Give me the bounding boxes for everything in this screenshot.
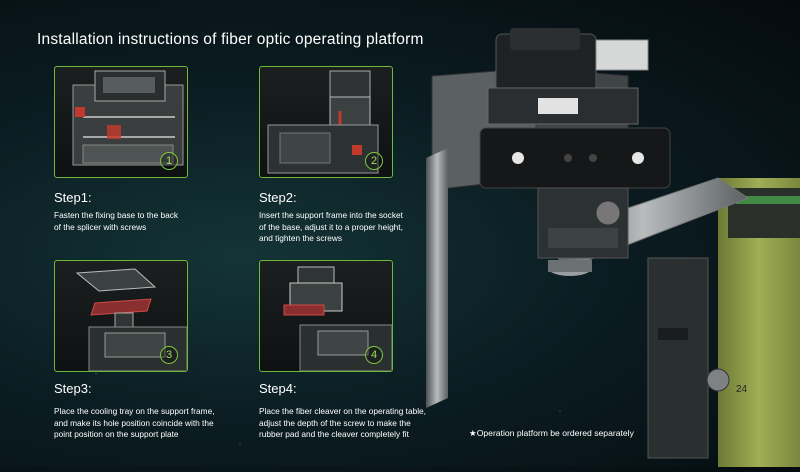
step-4-badge: 4 xyxy=(365,346,383,364)
step-4-image: 4 xyxy=(259,260,393,372)
step-3-title: Step3: xyxy=(54,381,92,396)
step-3-image: 3 xyxy=(54,260,188,372)
step-1-badge: 1 xyxy=(160,152,178,170)
order-note: ★Operation platform be ordered separatel… xyxy=(469,428,634,438)
step-1-desc: Fasten the fixing base to the back of th… xyxy=(54,210,179,232)
step-4-title: Step4: xyxy=(259,381,297,396)
step-1-image: 1 xyxy=(54,66,188,178)
step-3-badge: 3 xyxy=(160,346,178,364)
step-2-badge: 2 xyxy=(365,152,383,170)
step-1-title: Step1: xyxy=(54,190,92,205)
step-4-desc: Place the fiber cleaver on the operating… xyxy=(259,406,426,440)
step-3-desc: Place the cooling tray on the support fr… xyxy=(54,406,215,440)
page-title: Installation instructions of fiber optic… xyxy=(37,31,424,48)
step-2-image: 2 xyxy=(259,66,393,178)
step-2-title: Step2: xyxy=(259,190,297,205)
step-2-desc: Insert the support frame into the socket… xyxy=(259,210,403,244)
operating-platform-illustration: 24 xyxy=(418,28,800,467)
svg-text:24: 24 xyxy=(736,384,748,395)
